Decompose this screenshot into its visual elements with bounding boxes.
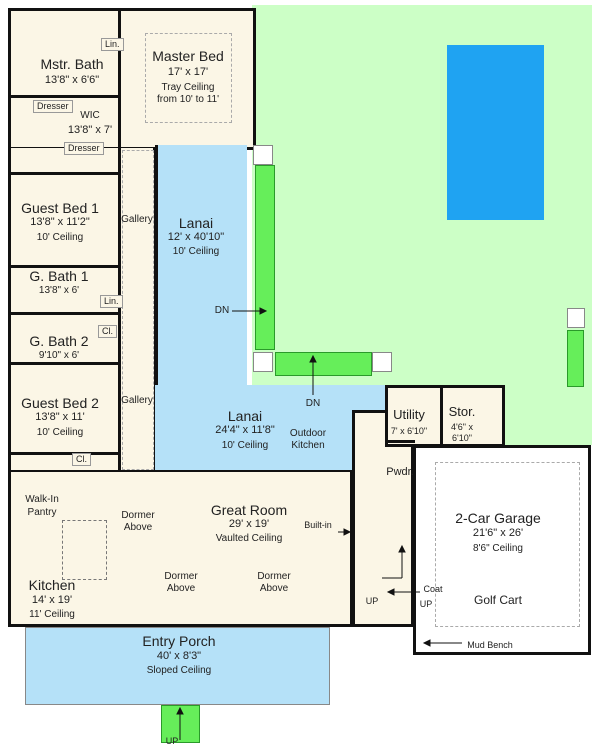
pantry-name-2: Pantry	[27, 507, 57, 518]
column	[372, 352, 392, 372]
pool	[447, 45, 544, 220]
kitchen-name: Kitchen	[28, 577, 76, 593]
wall	[8, 312, 120, 315]
outdoor-kitchen-name: Outdoor	[289, 428, 327, 439]
lanai-lower	[155, 385, 385, 472]
lanai-upper-name: Lanai	[178, 215, 214, 231]
wall	[118, 8, 121, 150]
master-bed-dims: 17' x 17'	[167, 66, 209, 78]
column	[253, 352, 273, 372]
entry-porch-area	[25, 627, 330, 705]
pwdr-name: Pwdr.	[386, 466, 414, 478]
guest-bed-1-name: Guest Bed 1	[21, 200, 99, 216]
great-room-area	[8, 470, 353, 627]
wic-name: WIC	[80, 110, 100, 121]
up-label: UP	[365, 596, 379, 606]
golf-cart-label: Golf Cart	[473, 593, 523, 607]
guest-bed-2-name: Guest Bed 2	[21, 395, 99, 411]
lanai-upper-dims: 12' x 40'10"	[167, 231, 225, 243]
master-bed-ceiling-range: from 10' to 11'	[157, 94, 219, 105]
dormer-label: Dormer	[121, 510, 155, 521]
gallery-label: Gallery	[121, 214, 153, 225]
g-bath-1-dims: 13'8" x 6'	[38, 285, 80, 296]
column	[567, 308, 585, 328]
outdoor-kitchen-name-2: Kitchen	[291, 440, 325, 451]
guest-bed-2-dims: 13'8" x 11'	[35, 411, 85, 423]
garage-ceiling: 8'6" Ceiling	[473, 543, 523, 554]
down-label: DN	[214, 305, 230, 316]
lanai-steps-vertical	[255, 165, 275, 350]
dormer-above-label: Above	[166, 583, 196, 594]
wall	[8, 172, 120, 175]
dormer-label: Dormer	[257, 571, 291, 582]
utility-dims: 7' x 6'10"	[390, 426, 428, 436]
g-bath-2-name: G. Bath 2	[29, 333, 89, 349]
lanai-upper-ceiling: 10' Ceiling	[172, 246, 220, 257]
gallery	[122, 150, 154, 470]
up-label: UP	[165, 736, 179, 746]
side-steps	[567, 330, 584, 387]
great-room-dims: 29' x 19'	[228, 518, 270, 530]
guest-bed-2-ceiling: 10' Ceiling	[36, 427, 84, 438]
dormer-above-label: Above	[123, 522, 153, 533]
linen-tag: Lin.	[101, 38, 124, 51]
column	[253, 145, 273, 165]
wall	[118, 150, 121, 470]
master-bath-dims: 13'8" x 6'6"	[44, 74, 100, 86]
lanai-lower-dims: 24'4" x 11'8"	[215, 424, 275, 436]
great-room-name: Great Room	[210, 502, 288, 518]
built-in-label: Built-in	[304, 520, 332, 530]
gallery-label: Gallery	[121, 395, 153, 406]
wall	[385, 440, 415, 443]
wall	[8, 452, 120, 455]
mud-bench-label: Mud Bench	[467, 640, 513, 650]
lanai-lower-name: Lanai	[227, 408, 263, 424]
garage-area	[413, 445, 591, 655]
closet-tag: Cl.	[98, 325, 117, 338]
closet-tag: Cl.	[72, 453, 91, 466]
entry-porch-name: Entry Porch	[142, 633, 216, 649]
lanai-lower-ceiling: 10' Ceiling	[221, 440, 269, 451]
linen-tag: Lin.	[100, 295, 123, 308]
down-label: DN	[305, 398, 321, 409]
wall	[8, 265, 120, 268]
tray-ceiling	[145, 33, 232, 123]
g-bath-2-dims: 9'10" x 6'	[38, 350, 80, 361]
wic-dims: 13'8" x 7'	[67, 124, 113, 136]
master-bed-ceiling: Tray Ceiling	[161, 82, 215, 93]
dresser-tag: Dresser	[33, 100, 73, 113]
dresser-tag: Dresser	[64, 142, 104, 155]
up-label: UP	[419, 599, 433, 609]
g-bath-1-name: G. Bath 1	[29, 268, 89, 284]
stor-dims: 4'6" x	[451, 422, 473, 432]
dormer-label: Dormer	[164, 571, 198, 582]
stor-name: Stor.	[448, 404, 476, 419]
utility-name: Utility	[393, 407, 425, 422]
lanai-steps-horizontal	[275, 352, 372, 376]
guest-bed-1-dims: 13'8" x 11'2"	[30, 216, 90, 228]
dormer-above-label: Above	[259, 583, 289, 594]
great-room-ceiling: Vaulted Ceiling	[215, 533, 283, 544]
wall	[440, 385, 443, 447]
entry-porch-dims: 40' x 8'3"	[156, 650, 202, 662]
lanai-upper	[155, 145, 247, 390]
garage-bay	[435, 462, 580, 627]
kitchen-dims: 14' x 19'	[31, 594, 73, 606]
wall	[8, 95, 120, 98]
master-bath-name: Mstr. Bath	[40, 56, 104, 72]
coat-label: Coat	[423, 584, 443, 594]
pantry-name: Walk-In	[25, 494, 59, 505]
garage-name: 2-Car Garage	[455, 510, 541, 526]
kitchen-island	[62, 520, 107, 580]
entry-porch-ceiling: Sloped Ceiling	[146, 665, 212, 676]
kitchen-ceiling: 11' Ceiling	[29, 609, 75, 620]
stor-dims-2: 6'10"	[452, 433, 472, 443]
guest-bed-1-ceiling: 10' Ceiling	[36, 232, 84, 243]
garage-dims: 21'6" x 26'	[472, 527, 524, 539]
master-bed-name: Master Bed	[152, 48, 224, 64]
wall	[8, 362, 120, 365]
